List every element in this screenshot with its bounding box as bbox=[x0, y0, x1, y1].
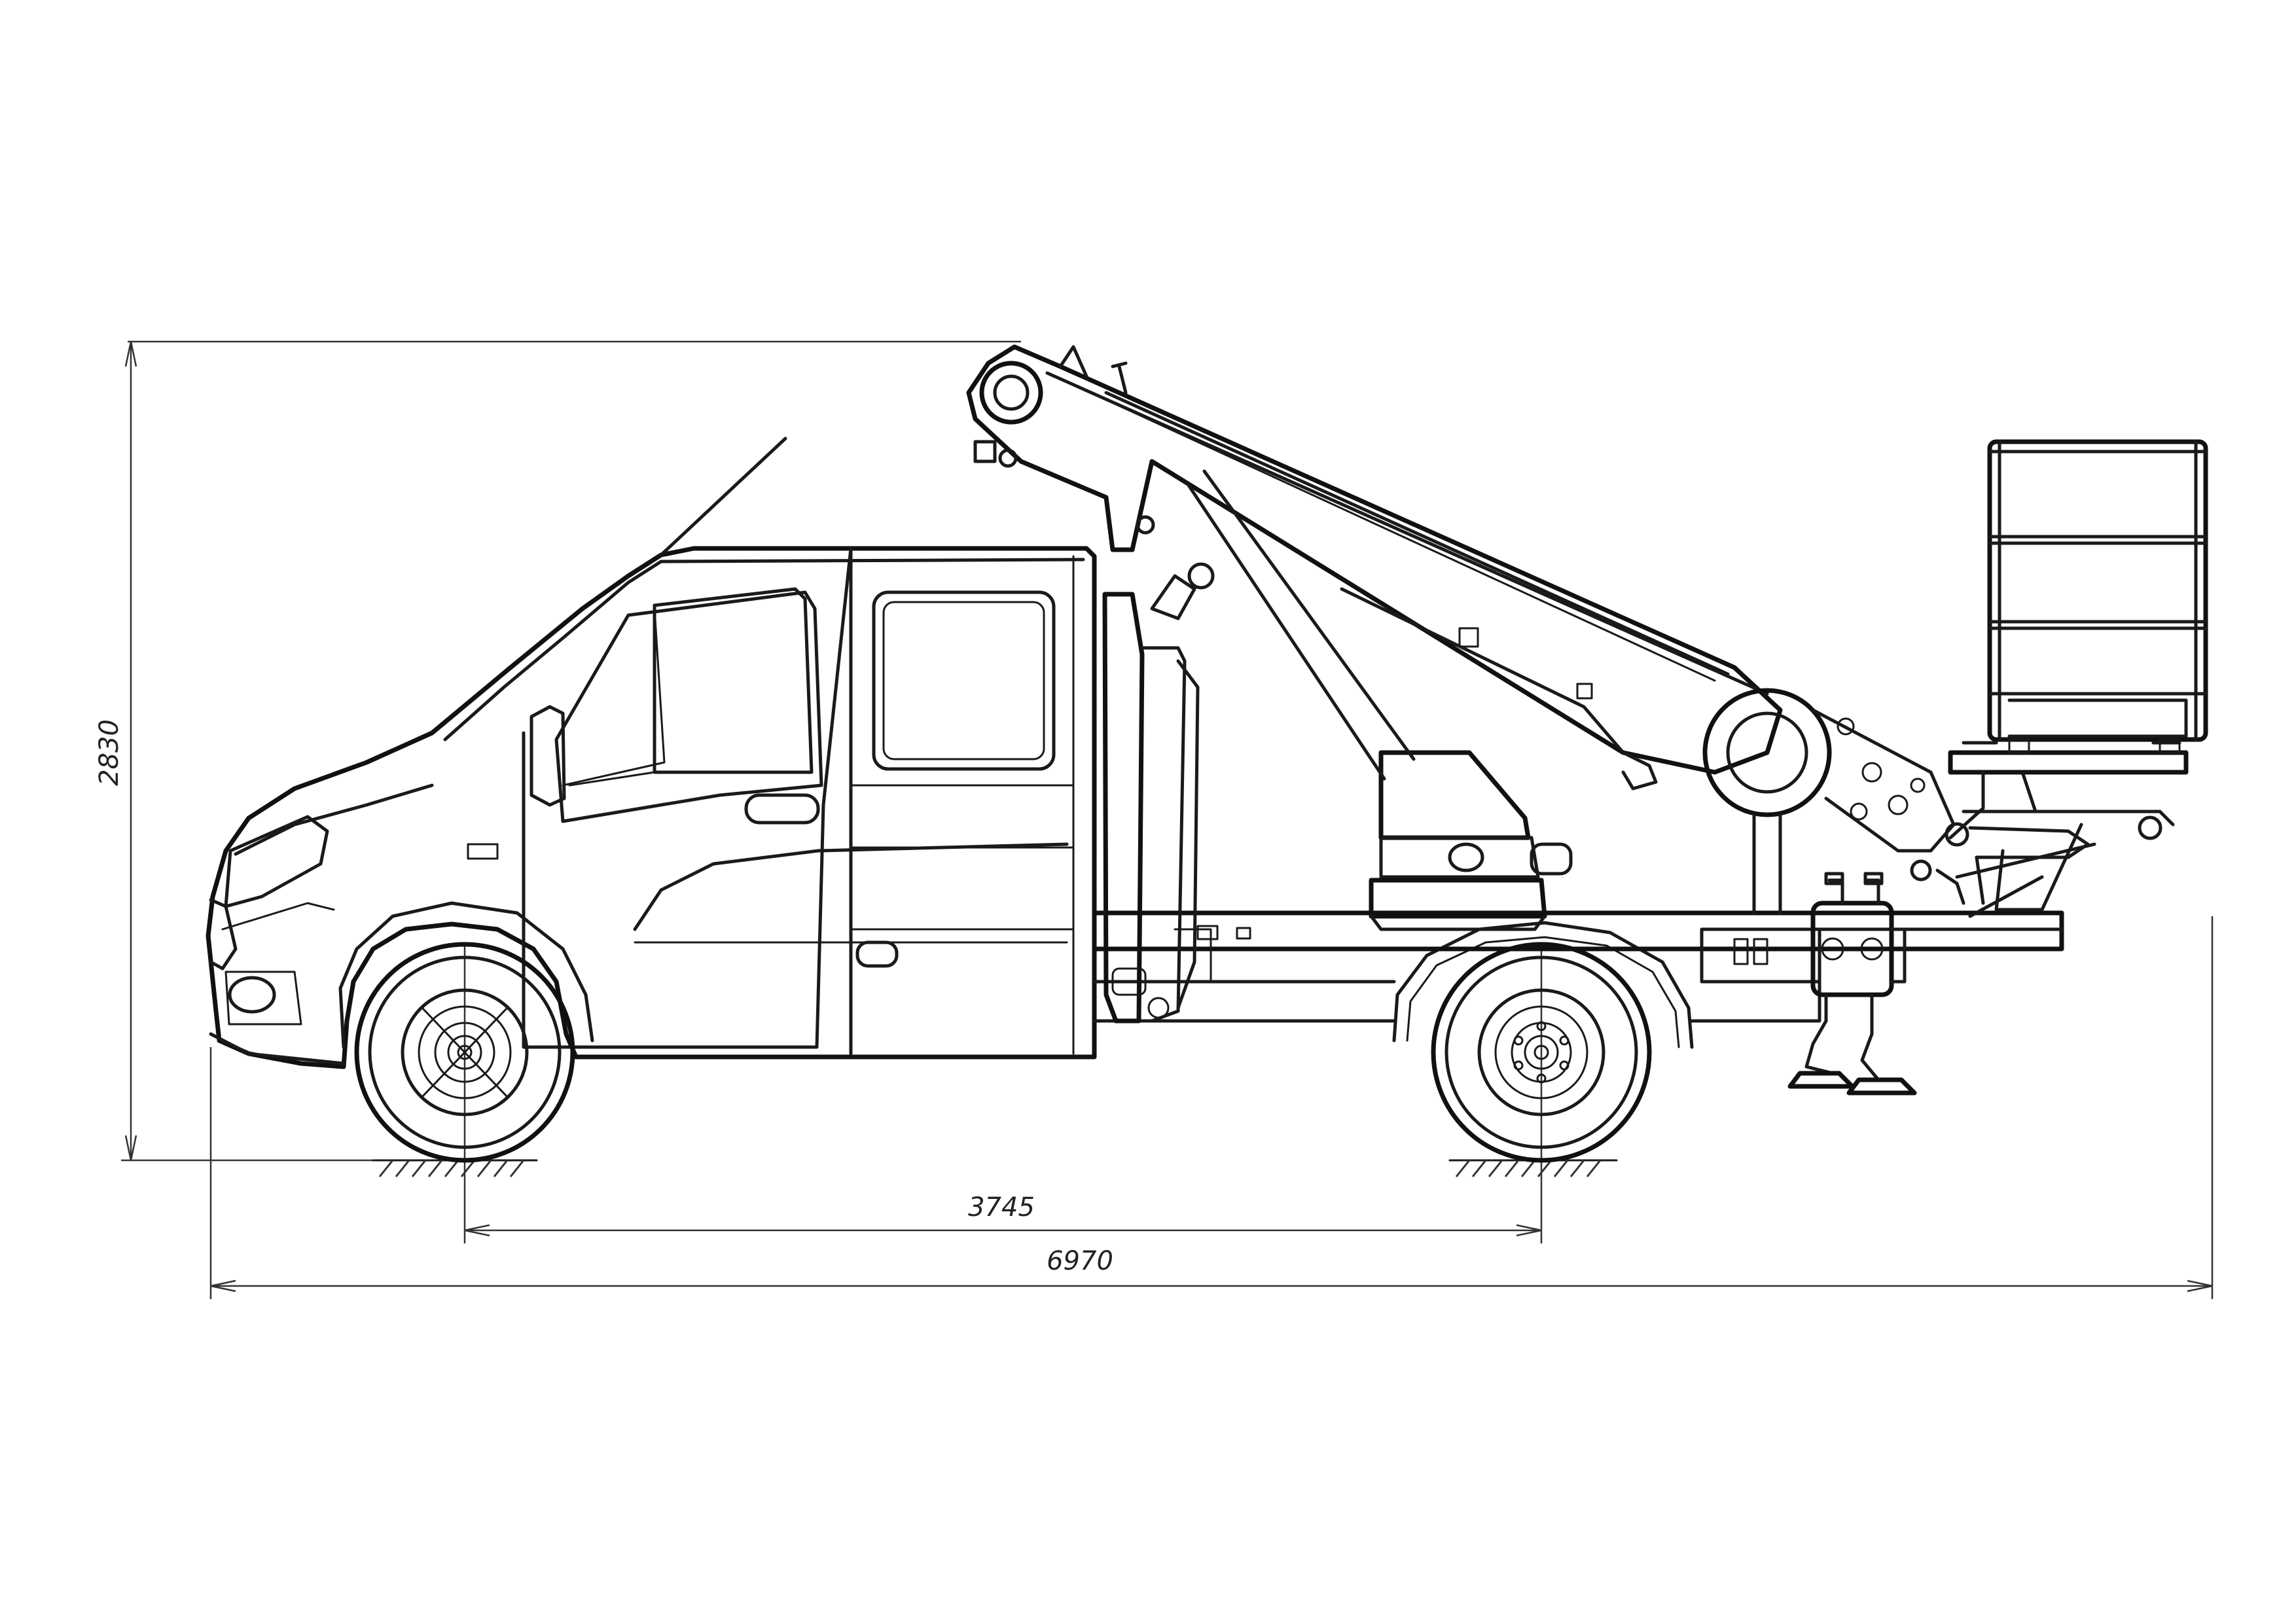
rear-outriggers bbox=[1787, 872, 1917, 1096]
overall-length-dimension-label: 6970 bbox=[1047, 1246, 1113, 1276]
overall-length-dimension: 6970 bbox=[209, 916, 2214, 1299]
wheelbase-dimension: 3745 bbox=[463, 942, 1543, 1243]
ground-line-rear bbox=[1448, 1159, 1618, 1177]
front-wheel bbox=[354, 942, 575, 1163]
telescopic-boom bbox=[966, 344, 1969, 915]
boom-support-column bbox=[1102, 574, 1212, 1024]
ground-line-front bbox=[372, 1159, 538, 1177]
rear-fender bbox=[1392, 921, 1694, 1049]
height-dimension: 2830 bbox=[94, 340, 1021, 1162]
front-wheel-arch bbox=[338, 901, 594, 1049]
rear-wheel bbox=[1431, 942, 1652, 1163]
truck-cab bbox=[206, 437, 1097, 1069]
wheelbase-dimension-label: 3745 bbox=[968, 1192, 1035, 1222]
height-dimension-label: 2830 bbox=[94, 719, 124, 786]
work-platform-basket bbox=[1935, 439, 2208, 918]
boom-turret bbox=[1369, 750, 1573, 931]
